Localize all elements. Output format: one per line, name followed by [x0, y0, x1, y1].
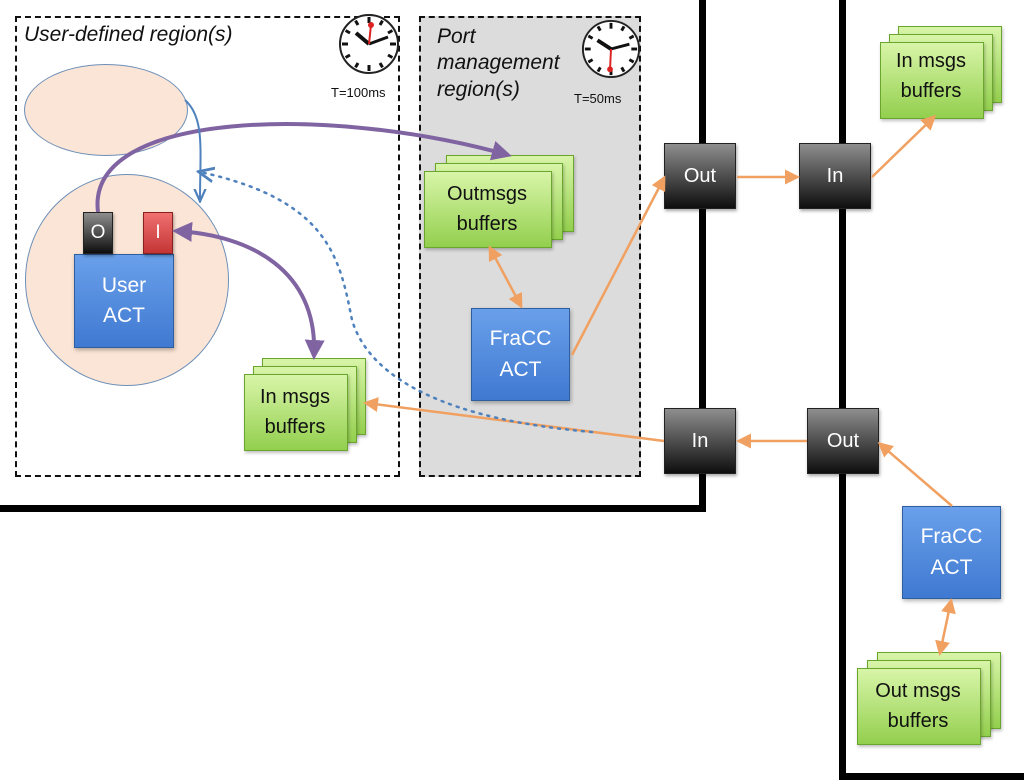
- buffer-label: Outmsgs buffers: [424, 171, 550, 246]
- buffer-label: In msgs buffers: [244, 374, 346, 449]
- port-management-title-line: region(s): [437, 77, 520, 101]
- fracc-label: FraCC: [489, 327, 552, 351]
- port-management-title-line: Port: [437, 25, 476, 48]
- user-region-period: T=100ms: [331, 85, 386, 100]
- local-outmsgs-buffer: Outmsgs buffers: [424, 155, 574, 250]
- buffer-label-line: buffers: [264, 415, 326, 438]
- buffer-sheet: [880, 42, 984, 119]
- buffer-label-line: In msgs: [895, 49, 967, 72]
- remote-fracc-act: FraCC ACT: [902, 506, 1001, 599]
- buffer-label-line: In msgs: [259, 385, 331, 408]
- user-defined-region-title: User-defined region(s): [24, 23, 233, 46]
- user-in-port: I: [143, 212, 173, 254]
- buffer-label-line: buffers: [456, 212, 518, 235]
- buffer-label: Out msgs buffers: [857, 668, 979, 743]
- buffer-sheet: [857, 668, 981, 745]
- station-clock-icon: [581, 19, 641, 79]
- station-clock-icon: [339, 14, 399, 74]
- user-act-label: User: [101, 273, 147, 297]
- port-management-title-line: management: [437, 51, 560, 75]
- remote-inmsgs-buffer: In msgs buffers: [880, 26, 1002, 121]
- user-out-port: O: [83, 212, 113, 254]
- fracc-label: FraCC: [920, 525, 983, 549]
- fracc-label: ACT: [499, 357, 542, 381]
- local-in-port: In: [664, 408, 736, 474]
- local-fracc-act: FraCC ACT: [471, 308, 570, 401]
- local-inmsgs-buffer: In msgs buffers: [244, 358, 366, 453]
- remote-outmsgs-buffer: Out msgs buffers: [857, 652, 1002, 747]
- remote-out-port: Out: [807, 408, 879, 474]
- user-act-label: ACT: [103, 304, 145, 327]
- buffer-label-line: Out msgs: [875, 679, 961, 702]
- port-region-period: T=50ms: [574, 91, 622, 106]
- buffer-label-line: Outmsgs: [446, 182, 528, 205]
- port-management-region-title: Port management region(s): [437, 24, 560, 103]
- placeholder-component-ellipse: [24, 64, 188, 156]
- buffer-label: In msgs buffers: [880, 38, 982, 113]
- remote-in-port: In: [799, 143, 871, 209]
- buffer-label-line: buffers: [900, 79, 962, 102]
- fracc-label: ACT: [930, 555, 973, 579]
- local-out-port: Out: [664, 143, 736, 209]
- buffer-label-line: buffers: [887, 709, 949, 732]
